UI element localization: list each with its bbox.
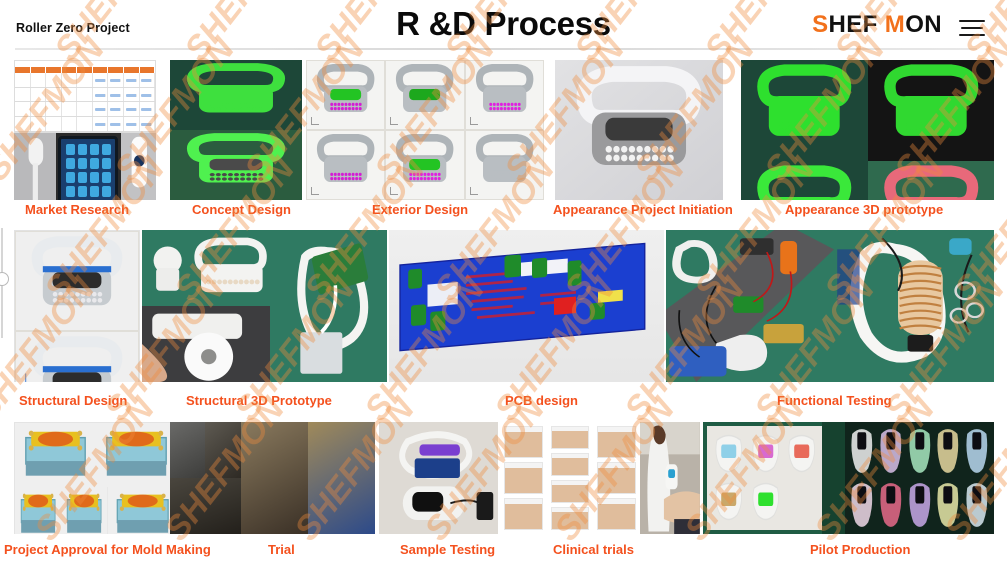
project-tag: Roller Zero Project (12, 20, 134, 36)
slide-header: Roller Zero Project R &D Process SHEF MO… (0, 0, 1007, 52)
process-step-image-sample-testing[interactable] (379, 422, 498, 534)
hamburger-line-2 (961, 27, 983, 29)
process-step-label: PCB design (503, 393, 580, 408)
header-divider (15, 48, 977, 50)
process-step-image-appearance-render[interactable] (555, 60, 723, 200)
hamburger-line-1 (959, 20, 985, 22)
process-step-label: Clinical trials (551, 542, 636, 557)
page-title: R &D Process (396, 5, 611, 42)
photo-tile (142, 306, 271, 382)
photo-tile (867, 60, 994, 162)
process-step-label: Project Approval for Mold Making (2, 542, 213, 557)
process-step-image-structural-design[interactable] (14, 230, 140, 382)
process-step-image-pilot-production[interactable] (703, 422, 994, 534)
brand-on: ON (905, 11, 942, 38)
process-step-label: Structural 3D Prototype (184, 393, 334, 408)
brand-s: S (812, 11, 829, 38)
row-1: Market Research Concept Design (0, 60, 1007, 224)
process-step-image-clinical-trials[interactable] (500, 422, 700, 534)
process-step-label: Market Research (23, 202, 132, 217)
process-step-label: Exterior Design (370, 202, 471, 217)
process-step-image-functional-testing[interactable] (666, 230, 994, 382)
row-2: Structural Design (0, 230, 1007, 415)
process-step-image-market-research[interactable] (14, 60, 156, 200)
process-step-label: Concept Design (190, 202, 293, 217)
process-step-label: Trial (266, 542, 297, 557)
process-step-label: Pilot Production (808, 542, 913, 557)
process-step-image-structural-prototype[interactable] (142, 230, 387, 382)
scroll-handle[interactable] (0, 272, 9, 286)
photo-tile (142, 230, 271, 306)
process-step-image-exterior-design[interactable] (306, 60, 544, 200)
process-step-label: Sample Testing (398, 542, 498, 557)
photo-tile (867, 161, 994, 200)
photo-tile (741, 60, 868, 162)
process-step-image-pcb-design[interactable] (389, 230, 664, 382)
process-step-image-concept-design[interactable] (170, 60, 302, 200)
process-step-label: Structural Design (17, 393, 130, 408)
process-step-image-appearance-prototype[interactable] (741, 60, 994, 200)
hamburger-menu-icon[interactable] (959, 20, 985, 36)
process-step-image-mold-approval[interactable] (14, 422, 178, 534)
process-step-image-trial[interactable] (170, 422, 375, 534)
brand-hef: HEF (828, 11, 885, 38)
hamburger-line-3 (959, 34, 985, 36)
photo-tile (741, 161, 868, 200)
brand-logo: SHEF MON (810, 11, 944, 39)
row-3: Project Approval for Mold Making Trial (0, 422, 1007, 564)
brand-m: M (884, 11, 906, 38)
process-step-label: Appearance 3D prototype (783, 202, 946, 217)
process-step-label: Functional Testing (775, 393, 894, 408)
process-step-label: Appearance Project Initiation (551, 202, 735, 217)
